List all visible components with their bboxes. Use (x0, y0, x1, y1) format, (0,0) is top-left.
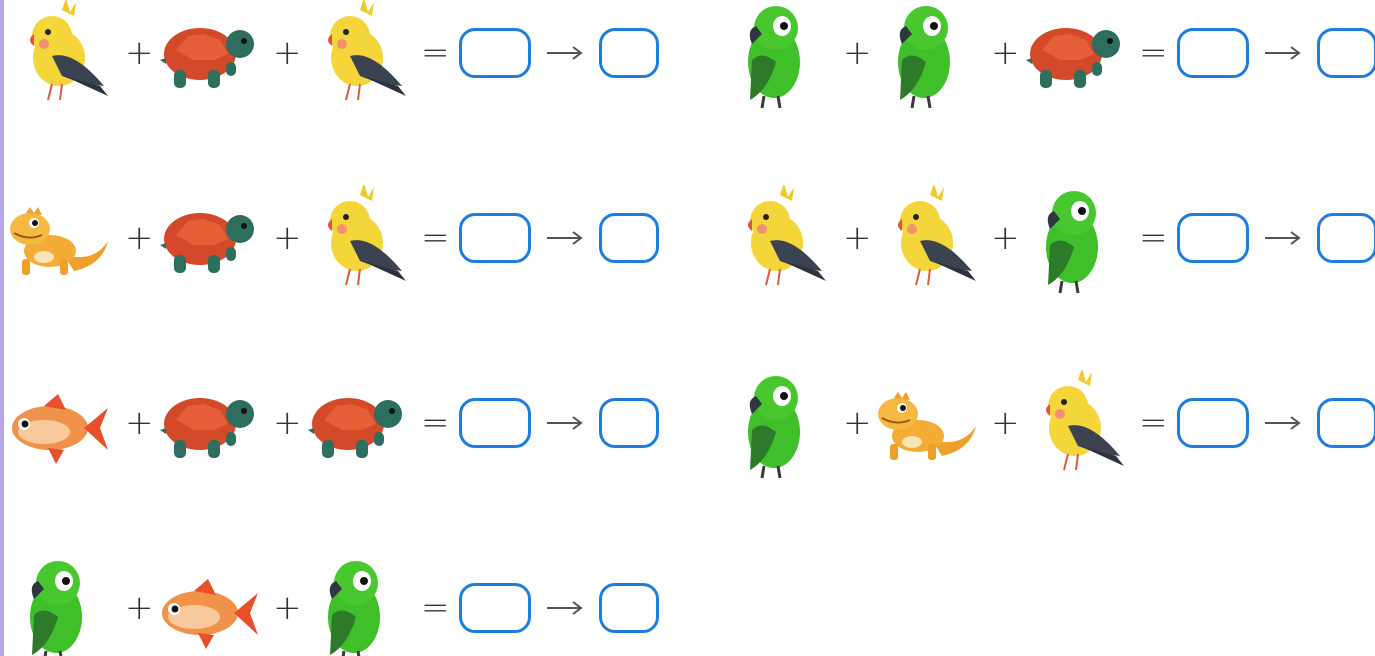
plus-sign: + (125, 588, 154, 628)
plus-sign: + (843, 33, 872, 73)
result-box[interactable] (1317, 28, 1375, 78)
plus-sign: + (125, 33, 154, 73)
parrot-icon (896, 4, 952, 110)
turtle-icon (160, 213, 254, 273)
parrot-icon (746, 4, 802, 110)
plus-sign: + (273, 588, 302, 628)
equals-sign: = (1139, 403, 1168, 443)
plus-sign: + (125, 403, 154, 443)
equals-sign: = (1139, 33, 1168, 73)
turtle-icon (308, 398, 402, 458)
equals-sign: = (421, 588, 450, 628)
equals-sign: = (421, 218, 450, 258)
result-box[interactable] (599, 583, 659, 633)
answer-box[interactable] (1177, 213, 1249, 263)
answer-box[interactable] (459, 583, 531, 633)
result-box[interactable] (599, 28, 659, 78)
result-box[interactable] (599, 213, 659, 263)
arrow-right-icon (547, 601, 583, 615)
parrot-icon (1044, 189, 1100, 295)
parrot-icon (746, 374, 802, 480)
arrow-right-icon (1265, 46, 1301, 60)
fish-icon (12, 394, 108, 464)
cockatiel-icon (1045, 370, 1125, 471)
equals-sign: = (421, 403, 450, 443)
lizard-icon (9, 206, 109, 276)
answer-box[interactable] (459, 213, 531, 263)
plus-sign: + (991, 403, 1020, 443)
plus-sign: + (843, 218, 872, 258)
equals-sign: = (1139, 218, 1168, 258)
turtle-icon (160, 28, 254, 88)
plus-sign: + (125, 218, 154, 258)
plus-sign: + (273, 33, 302, 73)
equals-sign: = (421, 33, 450, 73)
lizard-icon (877, 391, 977, 461)
turtle-icon (1026, 28, 1120, 88)
result-box[interactable] (599, 398, 659, 448)
left-accent-bar (0, 0, 4, 656)
cockatiel-icon (747, 185, 827, 286)
answer-box[interactable] (1177, 398, 1249, 448)
answer-box[interactable] (1177, 28, 1249, 78)
cockatiel-icon (327, 185, 407, 286)
arrow-right-icon (1265, 231, 1301, 245)
plus-sign: + (991, 33, 1020, 73)
answer-box[interactable] (459, 398, 531, 448)
cockatiel-icon (327, 0, 407, 101)
plus-sign: + (273, 218, 302, 258)
result-box[interactable] (1317, 398, 1375, 448)
arrow-right-icon (547, 231, 583, 245)
parrot-icon (326, 559, 382, 656)
cockatiel-icon (897, 185, 977, 286)
arrow-right-icon (547, 46, 583, 60)
plus-sign: + (843, 403, 872, 443)
fish-icon (162, 579, 258, 649)
arrow-right-icon (1265, 416, 1301, 430)
cockatiel-icon (29, 0, 109, 101)
plus-sign: + (991, 218, 1020, 258)
parrot-icon (28, 559, 84, 656)
plus-sign: + (273, 403, 302, 443)
arrow-right-icon (547, 416, 583, 430)
result-box[interactable] (1317, 213, 1375, 263)
answer-box[interactable] (459, 28, 531, 78)
turtle-icon (160, 398, 254, 458)
